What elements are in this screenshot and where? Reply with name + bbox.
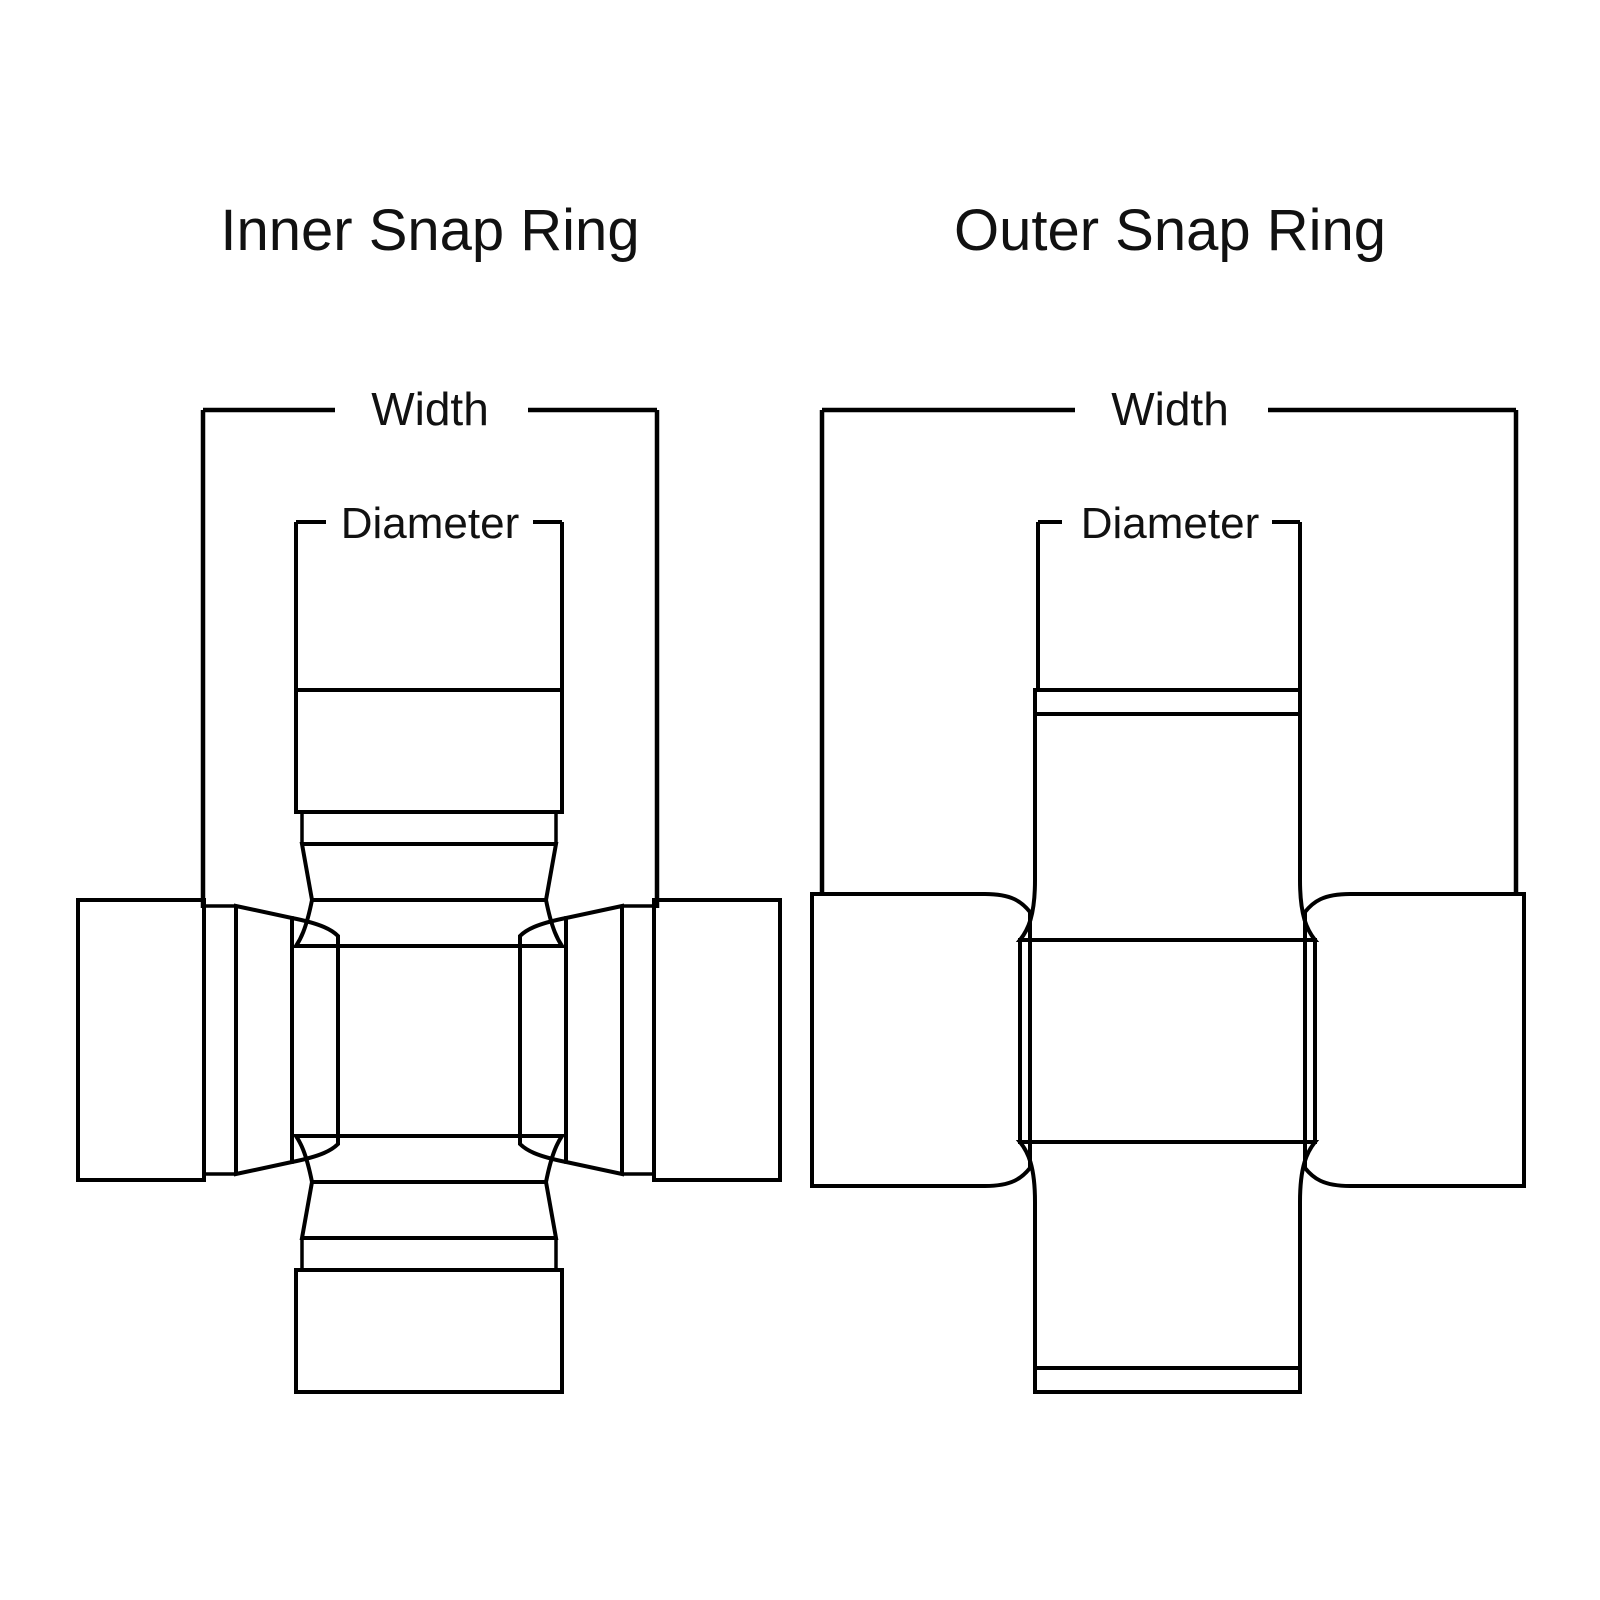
diameter-dimension-outer	[1036, 520, 1302, 690]
width-dimension-outer	[819, 407, 1519, 893]
bottom-shoulder-inner	[292, 1134, 566, 1183]
panel-inner-snap-ring: Inner Snap Ring Width Diameter	[76, 198, 782, 1394]
hub-body-outer	[1018, 938, 1317, 1144]
panel-outer-snap-ring: Outer Snap Ring Width Diameter	[810, 198, 1526, 1394]
top-cap-assembly-inner	[292, 688, 566, 948]
left-snap-ring-gap-inner	[204, 904, 238, 1176]
panel-title-inner: Inner Snap Ring	[220, 198, 639, 263]
top-shoulder-inner	[292, 899, 566, 948]
bottom-cap-body-outer	[1015, 1140, 1320, 1368]
bottom-cap-body-inner	[294, 1268, 564, 1394]
diameter-label-inner: Diameter	[341, 499, 520, 548]
right-snap-ring-collar-inner	[564, 903, 624, 1177]
diameter-label-outer: Diameter	[1081, 499, 1260, 548]
hub-body-inner	[336, 944, 522, 1138]
right-snap-ring-gap-inner	[620, 904, 654, 1176]
width-label-outer: Width	[1111, 383, 1229, 435]
left-snap-ring-collar-inner	[234, 903, 294, 1177]
center-hub-outer	[1018, 938, 1317, 1144]
top-cap-assembly-outer	[1015, 688, 1320, 942]
top-cap-band-outer	[1033, 688, 1302, 716]
left-cap-body-outer	[810, 892, 1032, 1188]
top-snap-ring-gap-inner	[300, 812, 558, 846]
width-label-inner: Width	[371, 383, 489, 435]
bottom-cap-assembly-outer	[1015, 1140, 1320, 1394]
width-dimension-inner	[200, 407, 660, 908]
right-shoulder-inner	[518, 916, 567, 1164]
bottom-cap-band-outer	[1033, 1366, 1302, 1394]
left-cap-body-inner	[76, 898, 206, 1182]
left-cap-assembly-outer	[810, 892, 1032, 1188]
right-cap-assembly-outer	[1303, 892, 1526, 1188]
panel-title-outer: Outer Snap Ring	[954, 198, 1386, 263]
right-cap-body-inner	[652, 898, 782, 1182]
bottom-snap-ring-collar-inner	[299, 1180, 559, 1240]
center-hub-inner	[336, 944, 522, 1138]
bottom-snap-ring-gap-inner	[300, 1238, 558, 1272]
top-cap-body-inner	[294, 688, 564, 814]
bottom-cap-assembly-inner	[292, 1134, 566, 1394]
top-snap-ring-collar-inner	[299, 842, 559, 902]
diameter-dimension-inner	[294, 520, 564, 690]
left-shoulder-inner	[291, 916, 340, 1164]
right-cap-body-outer	[1303, 892, 1526, 1188]
top-cap-body-outer	[1015, 714, 1320, 942]
